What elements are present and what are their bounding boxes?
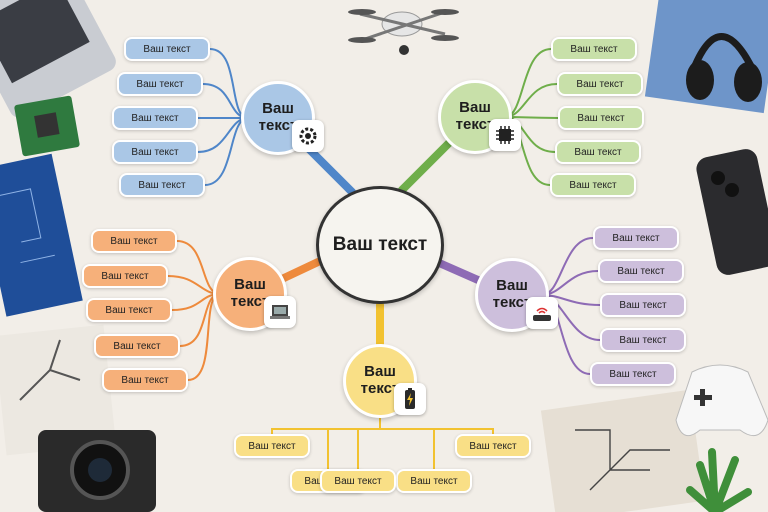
- branch-topic-label: Ваш текст: [230, 276, 270, 310]
- connector-line: [271, 414, 381, 435]
- subtopic-purple-5[interactable]: Ваш текст: [590, 362, 676, 386]
- phone-icon: [696, 149, 768, 275]
- subtopic-green-1[interactable]: Ваш текст: [551, 37, 637, 61]
- subtopic-purple-4[interactable]: Ваш текст: [600, 328, 686, 352]
- subtopic-green-2[interactable]: Ваш текст: [557, 72, 643, 96]
- subtopic-purple-3[interactable]: Ваш текст: [600, 293, 686, 317]
- subtopic-yellow-3[interactable]: Ваш текст: [455, 434, 531, 458]
- subtopic-purple-1[interactable]: Ваш текст: [593, 226, 679, 250]
- connector-line: [504, 48, 552, 118]
- paper-sheet-icon: [0, 324, 116, 456]
- camera-icon: [38, 430, 156, 512]
- blueprint-icon: [0, 153, 83, 317]
- battery-icon: [394, 383, 426, 415]
- branch-topic-label: Ваш текст: [455, 99, 495, 133]
- circuit-board-icon: [14, 95, 80, 157]
- chip-icon: [489, 119, 521, 151]
- subtopic-yellow-1[interactable]: Ваш текст: [234, 434, 310, 458]
- subtopic-orange-5[interactable]: Ваш текст: [102, 368, 188, 392]
- connector-line: [357, 414, 381, 470]
- connector-line: [379, 414, 435, 470]
- branch-topic-label: Ваш текст: [258, 100, 298, 134]
- robot-arm-sketch-icon: [19, 339, 81, 401]
- branch-topic-label: Ваш текст: [492, 277, 532, 311]
- subtopic-purple-2[interactable]: Ваш текст: [598, 259, 684, 283]
- gear-icon: [292, 120, 324, 152]
- subtopic-blue-3[interactable]: Ваш текст: [112, 106, 198, 130]
- connector-line: [379, 414, 494, 435]
- subtopic-orange-3[interactable]: Ваш текст: [86, 298, 172, 322]
- gamepad-icon: [675, 364, 768, 437]
- central-topic[interactable]: Ваш текст: [316, 186, 444, 304]
- subtopic-blue-2[interactable]: Ваш текст: [117, 72, 203, 96]
- subtopic-yellow-5[interactable]: Ваш текст: [320, 469, 396, 493]
- branch-topic-label: Ваш текст: [360, 363, 400, 397]
- subtopic-blue-5[interactable]: Ваш текст: [119, 173, 205, 197]
- subtopic-green-4[interactable]: Ваш текст: [555, 140, 641, 164]
- subtopic-blue-4[interactable]: Ваш текст: [112, 140, 198, 164]
- subtopic-orange-4[interactable]: Ваш текст: [94, 334, 180, 358]
- headphones-icon: [686, 33, 762, 102]
- laptop-icon: [0, 0, 116, 118]
- circuit-sketch-icon: [540, 389, 706, 512]
- drone-icon: [348, 9, 459, 55]
- subtopic-orange-1[interactable]: Ваш текст: [91, 229, 177, 253]
- subtopic-yellow-4[interactable]: Ваш текст: [396, 469, 472, 493]
- branch-topic-blue[interactable]: Ваш текст: [241, 81, 315, 155]
- branch-topic-purple[interactable]: Ваш текст: [475, 258, 549, 332]
- connector-line: [541, 237, 594, 296]
- connector-line: [504, 116, 559, 119]
- subtopic-green-5[interactable]: Ваш текст: [550, 173, 636, 197]
- plant-icon: [686, 448, 752, 512]
- connector-line: [327, 414, 381, 470]
- router-icon: [526, 297, 558, 329]
- laptop-icon: [264, 296, 296, 328]
- subtopic-orange-2[interactable]: Ваш текст: [82, 264, 168, 288]
- subtopic-green-3[interactable]: Ваш текст: [558, 106, 644, 130]
- subtopic-blue-1[interactable]: Ваш текст: [124, 37, 210, 61]
